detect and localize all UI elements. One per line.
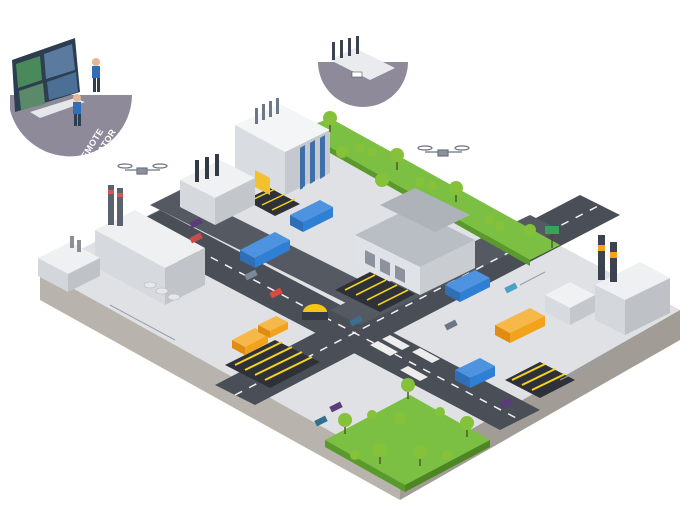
factory-right-annex	[545, 282, 595, 325]
cars	[189, 217, 518, 427]
parking-lot-factory	[245, 188, 300, 216]
building-far-left	[38, 236, 100, 292]
trees	[323, 111, 536, 460]
monitor-wall	[12, 38, 80, 112]
parking-lot-left	[225, 340, 320, 388]
containers-orange	[232, 308, 545, 355]
main-factory-building	[235, 98, 330, 195]
parking-lot-right	[505, 362, 575, 398]
fences	[109, 271, 601, 381]
truck-blue-1	[240, 232, 290, 268]
drone-left	[117, 163, 168, 175]
drone-right	[417, 145, 470, 157]
factory-left-annex	[180, 154, 255, 225]
operator-figure-1	[73, 94, 81, 126]
truck-blue-4	[445, 270, 490, 302]
street-sign	[545, 226, 559, 248]
truck-blue-3	[455, 358, 495, 388]
operator-figure-2	[92, 58, 100, 92]
factory-right	[595, 235, 670, 335]
truck-blue-2	[290, 200, 333, 232]
factory-complex-left	[95, 185, 205, 305]
mini-factory-inset	[318, 36, 408, 107]
remote-operator-panel: REMOTE OPERATOR	[10, 38, 132, 177]
parking-lot-warehouse	[335, 272, 415, 312]
green-park-bottom	[325, 395, 490, 492]
tree-trunks	[329, 125, 468, 466]
central-warehouse	[355, 188, 475, 295]
cement-mixer-truck	[302, 304, 328, 320]
